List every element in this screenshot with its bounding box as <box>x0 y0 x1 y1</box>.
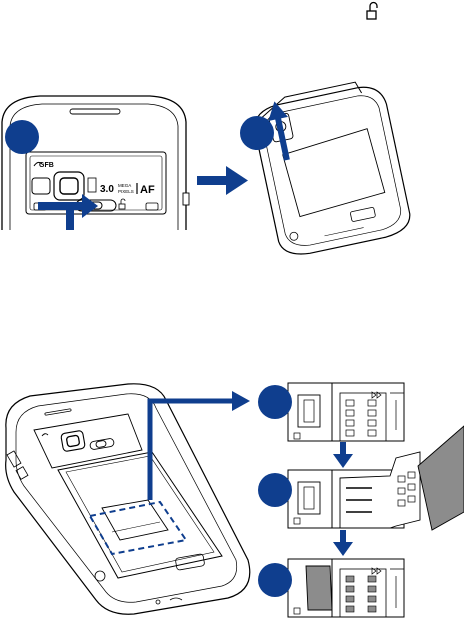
af-label: AF <box>140 184 155 196</box>
phone-battery-compartment <box>6 384 250 614</box>
sim-step-open-insert <box>288 426 464 530</box>
sim-step-empty-slot <box>288 383 404 441</box>
step-badge-a <box>258 385 292 419</box>
unlocked-padlock-icon <box>367 3 377 20</box>
step-badge-2 <box>240 116 274 150</box>
phone-back-view: GFB 3.0 MEGA PIXELS AF <box>2 96 189 230</box>
figure-insert-sim-card <box>6 383 464 617</box>
mega-label: MEGA <box>118 183 131 188</box>
sim-card-inserted-icon <box>306 566 332 610</box>
phone-cover-lifted <box>250 77 414 259</box>
megapixel-value: 3.0 <box>100 184 114 195</box>
sim-step-card-inserted <box>288 559 404 617</box>
pixels-label: PIXELS <box>118 189 134 194</box>
step-badge-c <box>258 563 292 597</box>
down-arrow-1 <box>333 442 353 468</box>
next-step-arrow <box>197 166 248 195</box>
step-badge-1 <box>5 120 39 154</box>
sim-card-icon <box>418 426 464 530</box>
camera-brand-label: GFB <box>39 162 54 169</box>
figure-remove-back-cover: GFB 3.0 MEGA PIXELS AF <box>2 77 413 259</box>
step-badge-b <box>258 473 292 507</box>
down-arrow-2 <box>333 530 353 556</box>
